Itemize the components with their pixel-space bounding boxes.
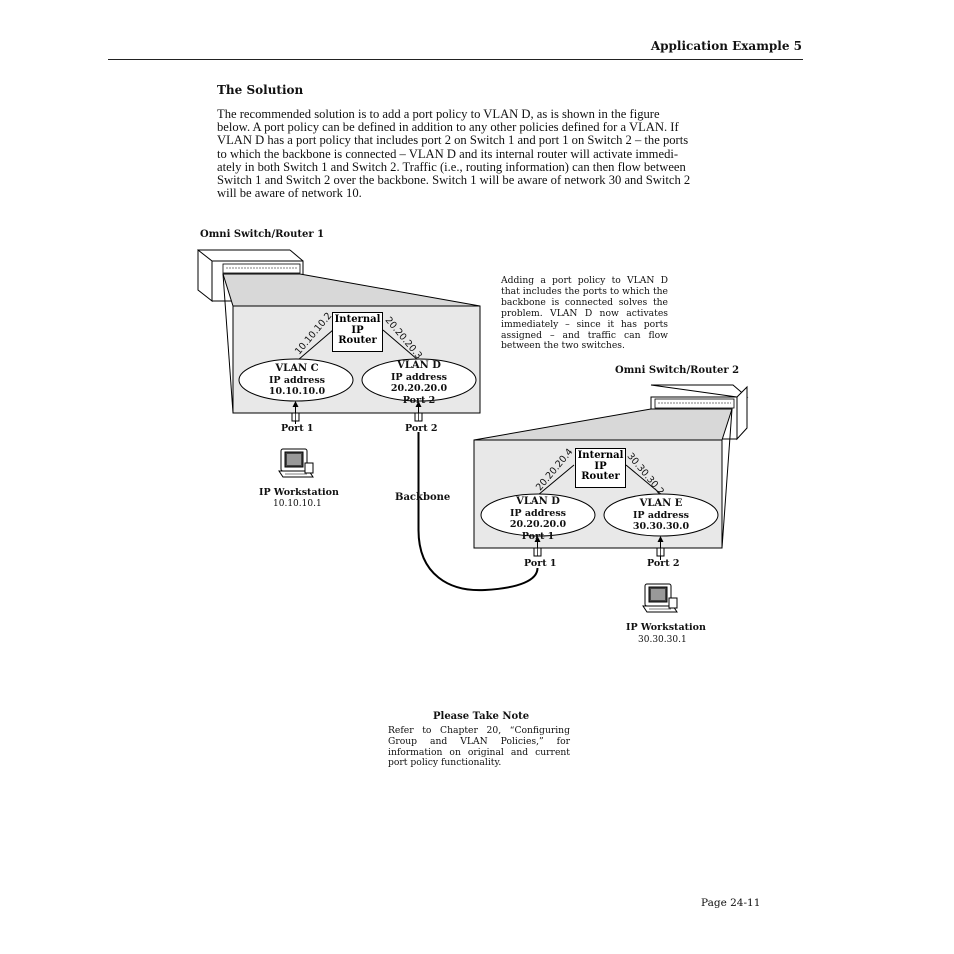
router-label-line: Router xyxy=(338,335,377,346)
switch2-zoom-projection xyxy=(473,408,733,441)
page-number: Page 24-11 xyxy=(701,897,761,909)
workstation1-title: IP Workstation xyxy=(259,487,339,498)
router-label-line: IP xyxy=(594,460,607,472)
body-line: The recommended solution is to add a por… xyxy=(217,107,660,121)
vlan-name: VLAN D xyxy=(516,496,560,507)
vlan-name: VLAN E xyxy=(639,498,683,509)
workstation2-title: IP Workstation xyxy=(626,622,706,633)
switch1-port1-icon xyxy=(291,401,300,424)
switch2-port1-label: Port 1 xyxy=(524,558,557,569)
router-label-line: Internal xyxy=(334,314,381,325)
vlan-c-label: VLAN C IP address 10.10.10.0 xyxy=(240,363,354,398)
switch2-title: Omni Switch/Router 2 xyxy=(615,365,740,376)
workstation1-icon xyxy=(278,448,314,478)
router-label-line: Router xyxy=(581,471,620,482)
body-line: to which the backbone is connected – VLA… xyxy=(217,146,679,161)
vlan-d-ellipse-switch2 xyxy=(480,493,596,537)
workstation2-address: 30.30.30.1 xyxy=(638,635,687,645)
vlan-c-ellipse xyxy=(238,358,354,402)
router-label-line: Internal xyxy=(577,450,624,461)
running-header: Application Example 5 xyxy=(650,39,802,53)
switch1-port2-label: Port 2 xyxy=(405,423,438,434)
switch1-zoom-projection xyxy=(222,273,481,307)
body-paragraph: The recommended solution is to add a por… xyxy=(217,107,762,201)
workstation2-icon xyxy=(642,583,678,613)
vlan-address: IP address 20.20.20.0 xyxy=(509,507,567,531)
note-body: Refer to Chapter 20, “Configuring Group … xyxy=(388,725,570,769)
body-line: will be aware of network 10. xyxy=(217,186,362,201)
header-rule xyxy=(108,59,803,60)
switch2-port2-label: Port 2 xyxy=(647,558,680,569)
vlan-port: Port 2 xyxy=(402,394,436,406)
workstation1-address: 10.10.10.1 xyxy=(273,499,322,509)
note-title: Please Take Note xyxy=(433,711,530,722)
vlan-e-label: VLAN E IP address 30.30.30.0 xyxy=(604,498,718,533)
body-line: VLAN D has a port policy that includes p… xyxy=(217,133,689,148)
vlan-name: VLAN C xyxy=(275,363,319,374)
vlan-address: IP address 30.30.30.0 xyxy=(632,509,690,533)
switch1-port1-label: Port 1 xyxy=(281,423,314,434)
vlan-e-ellipse xyxy=(603,493,719,537)
vlan-port: Port 1 xyxy=(521,530,555,542)
diagram-annotation: Adding a port policy to VLAN D that incl… xyxy=(501,275,668,352)
vlan-d-switch1-label: VLAN D IP address 20.20.20.0 Port 2 xyxy=(362,360,476,406)
vlan-name: VLAN D xyxy=(397,360,441,371)
vlan-address: IP address 10.10.10.0 xyxy=(268,374,326,398)
switch2-port1-icon xyxy=(533,536,542,557)
backbone-label: Backbone xyxy=(395,492,451,503)
body-line: Switch 1 and Switch 2 over the backbone.… xyxy=(217,173,691,188)
section-title: The Solution xyxy=(217,83,304,97)
body-line: below. A port policy can be defined in a… xyxy=(217,120,679,135)
switch1-title: Omni Switch/Router 1 xyxy=(200,229,325,240)
switch2-port2-icon xyxy=(656,536,665,560)
switch1-internal-router: Internal IP Router xyxy=(332,312,383,352)
router-label-line: IP xyxy=(351,324,364,336)
vlan-d-ellipse-switch1 xyxy=(361,358,477,402)
switch1-port2-icon xyxy=(414,401,423,422)
vlan-address: IP address 20.20.20.0 xyxy=(390,371,448,395)
backbone-cable xyxy=(417,432,539,592)
switch2-internal-router: Internal IP Router xyxy=(575,448,626,488)
body-line: ately in both Switch 1 and Switch 2. Tra… xyxy=(217,159,686,174)
vlan-d-switch2-label: VLAN D IP address 20.20.20.0 Port 1 xyxy=(481,496,595,542)
